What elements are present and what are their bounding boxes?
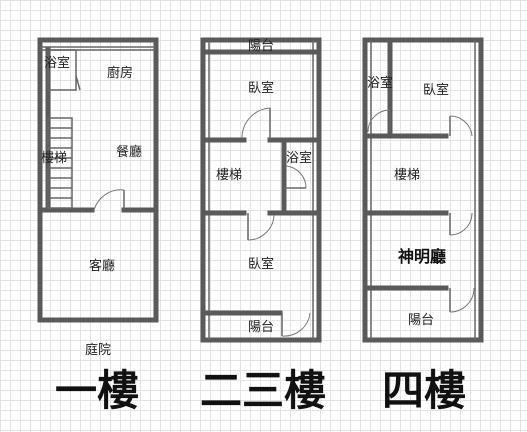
floor-2-3-plan: 陽台 臥室 樓梯 浴室 臥室 陽台 二三樓 [200, 37, 326, 415]
floor-2-3-balcony-door [281, 312, 311, 337]
floor-2-3-balcony-bottom-label: 陽台 [248, 320, 274, 335]
floor-4-outer-wall [362, 37, 484, 343]
floor-1-bathroom-label: 浴室 [44, 55, 70, 71]
floor-4-stairs-label: 樓梯 [394, 168, 420, 183]
floor-1-dining-label: 餐廳 [116, 144, 142, 160]
floor-1-bathroom-wall [47, 49, 77, 91]
floor-4-balcony-label: 陽台 [408, 313, 434, 328]
floor-2-3-balcony-top-label: 陽台 [248, 39, 274, 54]
floor-1-stairs-label: 樓梯 [41, 151, 67, 166]
floor-1-living-room-label: 客廳 [89, 258, 115, 274]
floor-4-title: 四樓 [382, 366, 466, 415]
floor-4-balcony-door [449, 287, 475, 313]
floor-2-3-stairs-label: 樓梯 [216, 168, 242, 183]
floor-1-title: 一樓 [55, 366, 139, 415]
floor-2-3-outer-wall [200, 37, 322, 343]
floor-1-courtyard-label: 庭院 [85, 342, 111, 358]
floor-1-stairs [47, 117, 73, 209]
floor-2-3-title: 二三樓 [200, 366, 326, 415]
floor-1-plan: 浴室 廚房 樓梯 餐廳 客廳 庭院 一樓 [37, 37, 159, 415]
floor-4-plan: 浴室 臥室 樓梯 神明廳 陽台 四樓 [362, 37, 484, 415]
floor-4-bathroom-door [367, 109, 391, 133]
floor-2-3-bedroom-bottom-door [247, 213, 275, 241]
floor-4-stairs-door [449, 212, 473, 236]
floor-4-bedroom-label: 臥室 [423, 82, 449, 98]
floor-1-door [93, 189, 125, 211]
floor-2-3-bathroom-door [284, 165, 307, 189]
floor-4-shrine-label: 神明廳 [398, 247, 446, 266]
floor-1-outer-wall [37, 37, 159, 323]
floor-1-bathroom-door [75, 75, 81, 91]
floor-2-3-bathroom-label: 浴室 [286, 150, 312, 166]
floor-4-bedroom-door [449, 115, 473, 137]
floor-1-kitchen-label: 廚房 [107, 65, 133, 81]
floor-4-bathroom-label: 浴室 [367, 75, 393, 91]
floor-2-3-bedroom-bottom-label: 臥室 [248, 256, 274, 272]
floor-2-3-bedroom-top-label: 臥室 [248, 80, 274, 96]
floor-2-3-bedroom-top-door [241, 107, 271, 140]
